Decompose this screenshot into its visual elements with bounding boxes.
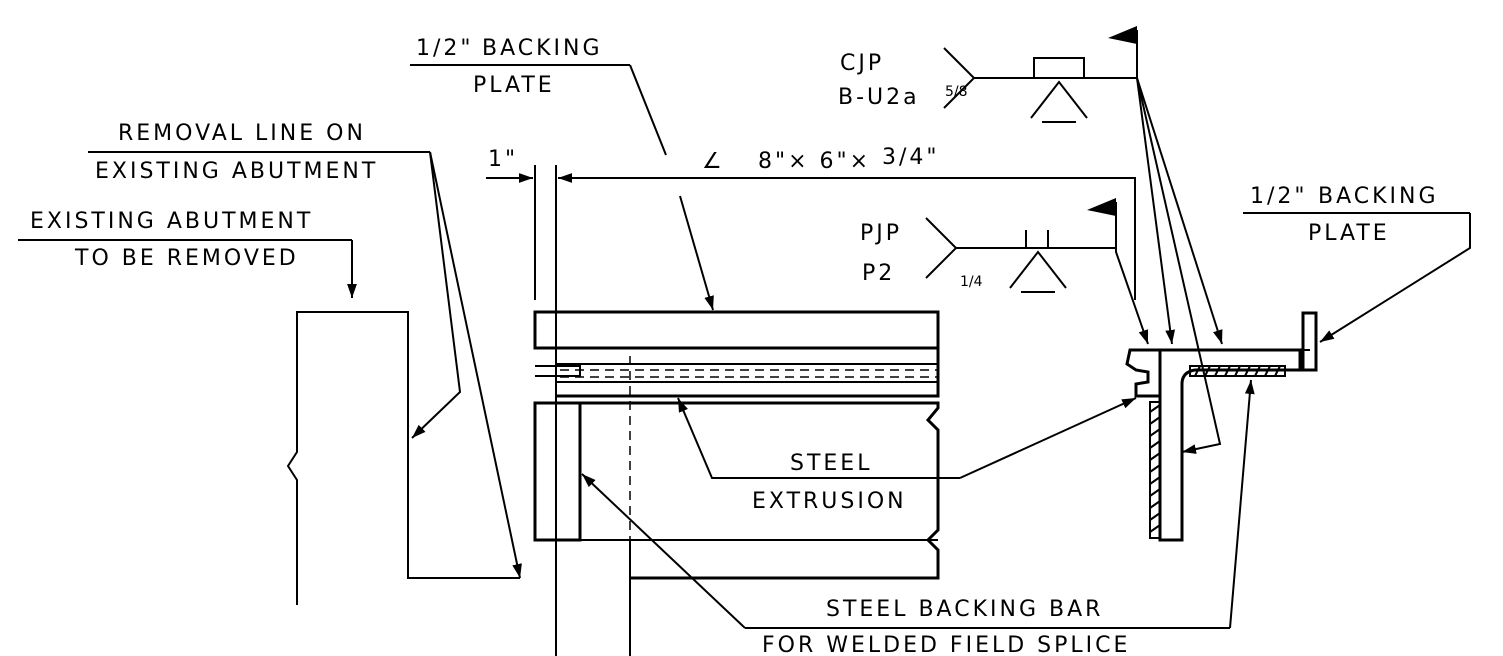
steel-extrusion-line1: STEEL [790, 451, 872, 476]
angle-symbol: ∠ [702, 149, 725, 174]
steel-backing-bar-line2: FOR WELDED FIELD SPLICE [762, 633, 1130, 656]
dimension-1in-text: 1" [488, 147, 518, 172]
dimension-1in: 1" [486, 147, 1136, 656]
backing-plate-right-size: 1/2" [1250, 184, 1308, 209]
backing-plate-top-line1: BACKING [482, 36, 603, 61]
steel-backing-bar-section [533, 401, 582, 542]
existing-abutment-line1: EXISTING ABUTMENT [30, 209, 313, 234]
angle-dimensions: 8"× 6"× [758, 149, 871, 174]
backing-plate-right-line1: BACKING [1318, 184, 1439, 209]
backing-plate-right-section [1301, 311, 1318, 372]
deck-slab-outline [580, 356, 940, 656]
steel-extrusion-section [535, 346, 940, 398]
removal-line-line2: EXISTING ABUTMENT [95, 159, 378, 184]
label-backing-plate-top: 1/2" BACKING PLATE [410, 36, 714, 311]
label-removal-line: REMOVAL LINE ON EXISTING ABUTMENT [88, 121, 522, 579]
existing-abutment-outline [286, 311, 520, 605]
backing-plate-right-line2: PLATE [1308, 221, 1390, 246]
existing-abutment-line2: TO BE REMOVED [74, 246, 299, 271]
weld-symbol-icon [1033, 57, 1085, 79]
pjp-weld-code: P2 [862, 261, 895, 286]
label-existing-abutment: EXISTING ABUTMENT TO BE REMOVED [18, 209, 357, 298]
cjp-weld-symbol: CJP B-U2a 5/8 [838, 26, 1223, 454]
field-weld-flag-icon [1087, 198, 1116, 216]
backing-plate-top-size: 1/2" [416, 36, 474, 61]
label-steel-backing-bar: STEEL BACKING BAR FOR WELDED FIELD SPLIC… [581, 379, 1255, 656]
pjp-weld-symbol: PJP P2 1/4 [860, 198, 1149, 345]
backing-plate-top-line2: PLATE [473, 73, 555, 98]
cjp-weld-size: 5/8 [945, 84, 968, 100]
angle-section [1158, 348, 1310, 542]
backing-plate-section [533, 310, 940, 350]
extrusion-profile [1125, 348, 1162, 398]
label-steel-extrusion: STEEL EXTRUSION [677, 397, 1137, 514]
weld-backing-hatched [1149, 365, 1286, 539]
field-weld-flag-icon [1108, 26, 1137, 44]
cjp-weld-code: B-U2a [838, 85, 920, 110]
removal-line-line1: REMOVAL LINE ON [118, 121, 366, 146]
steel-backing-bar-line1: STEEL BACKING BAR [826, 597, 1103, 622]
angle-fraction: 3/4" [882, 145, 940, 170]
cjp-weld-type: CJP [840, 51, 884, 76]
steel-extrusion-line2: EXTRUSION [752, 489, 907, 514]
pjp-weld-type: PJP [860, 221, 902, 246]
label-backing-plate-right: 1/2" BACKING PLATE [1243, 184, 1471, 343]
pjp-weld-size: 1/4 [960, 274, 983, 290]
label-angle: ∠ 8"× 6"× 3/4" [702, 145, 940, 174]
